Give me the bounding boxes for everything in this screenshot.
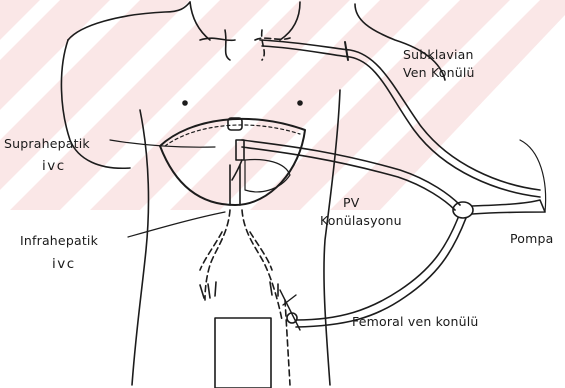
label-pv-1: PV [343, 195, 360, 211]
iliac-dashed-2 [200, 232, 222, 270]
pointer-infrahepatic [128, 212, 225, 237]
groin-marks-left [200, 282, 216, 298]
label-suprahepatic-1: Suprahepatik [4, 136, 90, 152]
pump-junction [453, 202, 473, 218]
nipple-right [298, 101, 302, 105]
ivc-dashed-right [242, 210, 282, 320]
femoral-tube-a [296, 218, 458, 320]
left-torso-side [132, 110, 148, 385]
femoral-cannula-mark [280, 290, 300, 330]
iliac-dashed-3 [250, 232, 272, 270]
label-infrahepatic-1: Infrahepatik [20, 233, 98, 249]
label-pump: Pompa [510, 231, 554, 247]
nipple-left [183, 101, 187, 105]
label-subclavian-1: Subklavian [403, 47, 474, 63]
watermark-stripes [0, 0, 565, 210]
label-subclavian-2: Ven Konülü [403, 65, 475, 81]
label-infrahepatic-2: ivc [52, 256, 76, 273]
label-suprahepatic-2: ivc [42, 158, 66, 175]
label-pv-2: Konülasyonu [320, 213, 402, 229]
femoral-tube-b [296, 218, 466, 327]
pump-outflow-a [472, 200, 545, 214]
femoral-dashed [285, 300, 290, 385]
label-femoral: Femoral ven konülü [352, 314, 479, 330]
cover-box [215, 318, 271, 388]
